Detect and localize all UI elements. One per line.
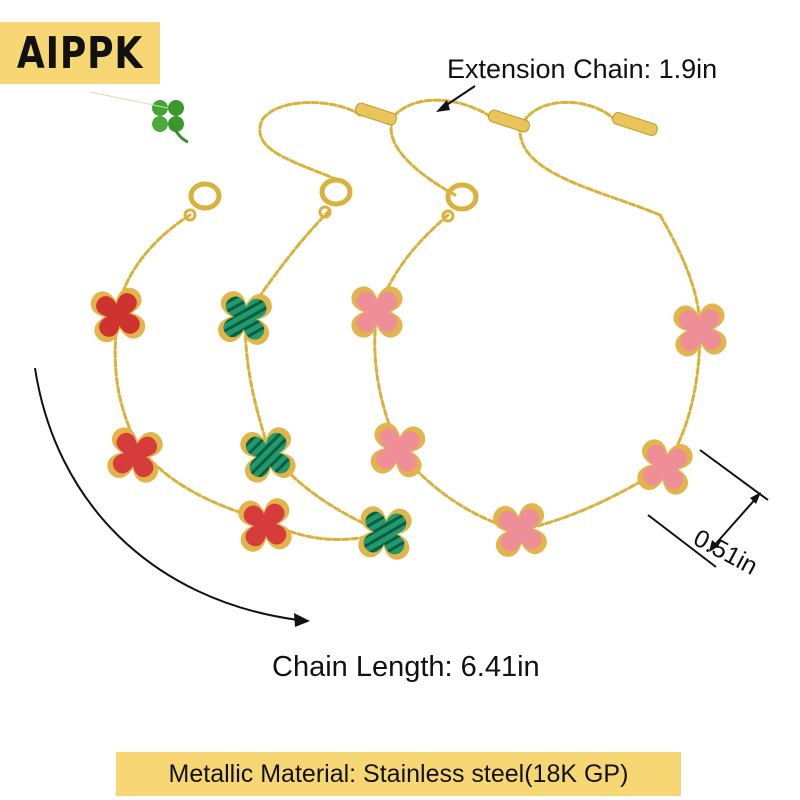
- lobster-clasps: [188, 177, 479, 212]
- extension-chain-arrow-icon: [436, 85, 476, 112]
- material-banner: Metallic Material: Stainless steel(18K G…: [116, 752, 681, 796]
- charm-width-measure-icon: [647, 449, 769, 568]
- chain-length-label: Chain Length: 6.41in: [272, 651, 540, 683]
- brand-logo: AIPPK: [0, 22, 160, 84]
- extension-chain-label: Extension Chain: 1.9in: [447, 54, 718, 84]
- clover-leaf-icon: [152, 100, 189, 144]
- brand-logo-text: AIPPK: [16, 27, 144, 79]
- material-text: Metallic Material: Stainless steel(18K G…: [168, 759, 629, 788]
- extension-tags: [354, 102, 658, 137]
- chain-length-arrow-icon: [34, 367, 310, 627]
